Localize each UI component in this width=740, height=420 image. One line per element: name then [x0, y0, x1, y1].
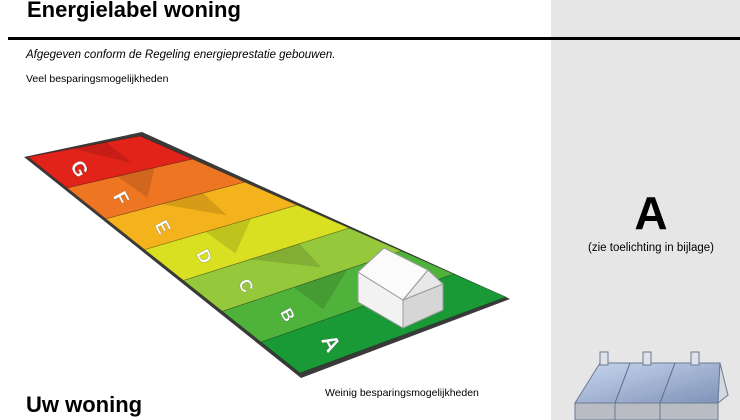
label-band-arrow-e — [161, 193, 228, 216]
sidebar-panel — [551, 0, 740, 420]
label-band-arrow-b — [293, 269, 348, 310]
label-band-d — [143, 204, 351, 281]
row-house-icon — [574, 351, 729, 420]
scale-bottom-caption: Weinig besparingsmogelijkheden — [325, 387, 479, 399]
label-band-arrow-c — [249, 243, 322, 268]
label-band-arrow-g — [72, 142, 133, 164]
label-band-g — [27, 135, 194, 189]
grade-note: (zie toelichting in bijlage) — [588, 242, 714, 254]
page-subtitle: Afgegeven conform de Regeling energiepre… — [26, 49, 336, 61]
house-icon — [357, 247, 444, 329]
section-title: Uw woning — [26, 392, 143, 417]
label-band-arrow-d — [205, 218, 252, 254]
title-divider — [8, 37, 740, 40]
label-letter-a: A — [316, 330, 346, 356]
energy-grade: A — [634, 187, 668, 239]
label-band-e — [104, 181, 299, 251]
page-title: Energielabel woning — [27, 0, 241, 22]
scale-top-caption: Veel besparingsmogelijkheden — [26, 73, 169, 85]
label-band-arrow-f — [117, 167, 155, 198]
